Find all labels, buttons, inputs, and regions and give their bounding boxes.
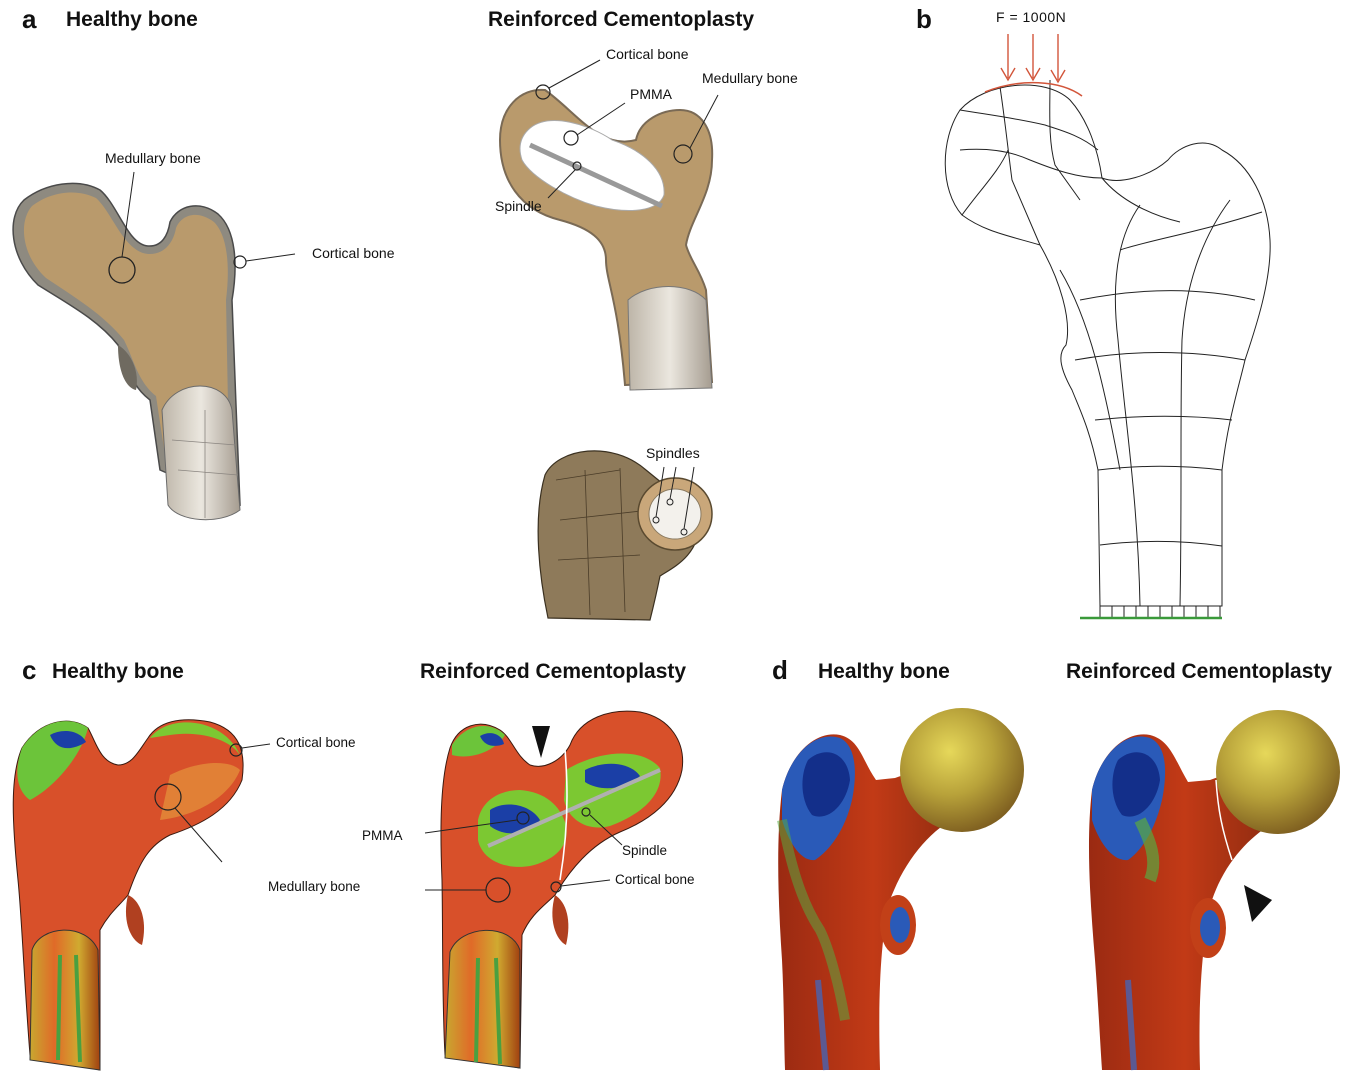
panel-c-title-healthy: Healthy bone [52,660,184,683]
force-label: F = 1000N [996,9,1067,25]
stress-map-healthy [12,719,271,1071]
panel-a-letter: a [22,4,37,34]
panel-a-title-healthy: Healthy bone [66,8,198,31]
label-a-pmma: PMMA [630,86,672,102]
panel-d-title-healthy: Healthy bone [818,660,950,683]
label-a-reinforced-cortical: Cortical bone [606,46,689,62]
femoral-head-reinforced [1216,710,1340,834]
panel-d-letter: d [772,655,788,685]
reinforced-section [498,59,719,391]
label-a-healthy-cortical: Cortical bone [312,245,395,261]
label-c-spindle: Spindle [622,843,668,858]
label-c-healthy-medullary: Medullary bone [268,879,361,894]
label-a-healthy-medullary: Medullary bone [105,150,201,166]
label-c-reinforced-cortical: Cortical bone [615,872,695,887]
panel-b-letter: b [916,4,932,34]
femoral-head [900,708,1024,832]
panel-c-letter: c [22,655,37,685]
surface-map-healthy [777,708,1024,1071]
wireframe-model [944,79,1271,620]
spindles-head-view [537,450,713,621]
panel-c-title-reinforced: Reinforced Cementoplasty [420,660,687,683]
panel-d-title-reinforced: Reinforced Cementoplasty [1066,660,1333,683]
healthy-bone-section [12,171,296,521]
label-c-pmma: PMMA [362,828,403,843]
force-arrows [1000,34,1066,84]
label-a-reinforced-medullary: Medullary bone [702,70,798,86]
panel-a-title-reinforced: Reinforced Cementoplasty [488,8,755,31]
label-c-healthy-cortical: Cortical bone [276,735,356,750]
surface-map-reinforced [1088,710,1340,1071]
stress-map-reinforced [424,710,684,1069]
label-a-spindles: Spindles [646,445,700,461]
label-a-spindle: Spindle [495,198,542,214]
